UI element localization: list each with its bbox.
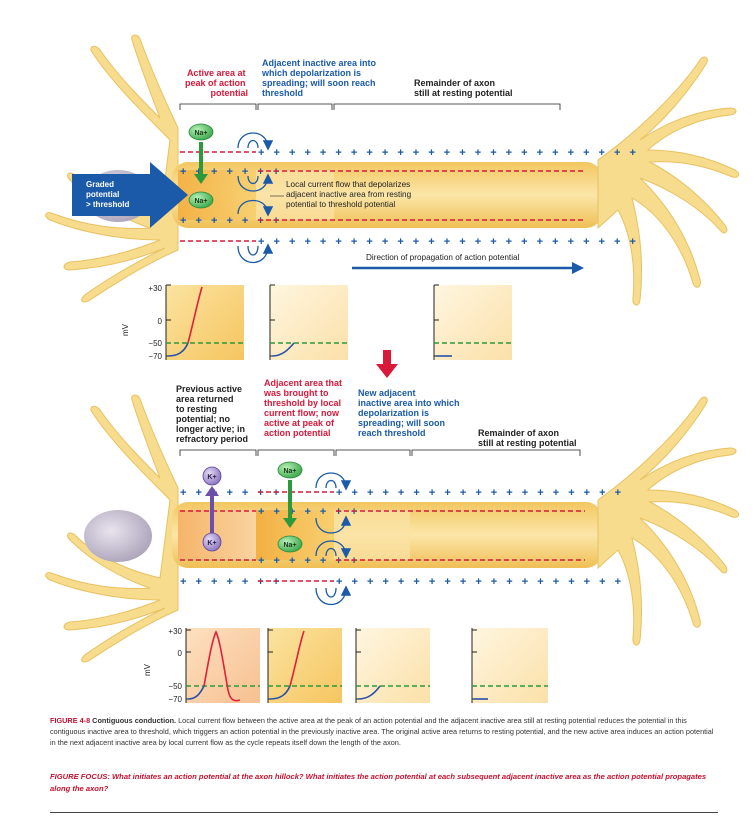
figure-number: FIGURE 4-8 [50, 716, 91, 725]
svg-text:+30: +30 [148, 284, 162, 293]
bottom-previous-label: Previous active area returned to resting… [176, 384, 248, 444]
top-graph-3 [433, 284, 512, 360]
top-active-label: Active area at peak of action potential [185, 68, 248, 98]
top-graph-axis: +30 0 −50 −70 mV [121, 284, 163, 361]
svg-text:K+: K+ [207, 540, 216, 547]
bottom-graph-4 [471, 628, 548, 703]
svg-text:mV: mV [143, 663, 152, 676]
svg-text:mV: mV [121, 323, 130, 336]
bottom-na-influx: Na+ Na+ [277, 461, 303, 553]
bottom-new-adjacent-label: New adjacent inactive area into which de… [358, 388, 462, 438]
svg-text:+ + + + + + + + + + + + + + +: + + + + + + + + + + + + + + + + + + + [336, 576, 624, 588]
top-neuron [45, 34, 740, 306]
svg-text:Graded potential >: Graded potential > threshold [86, 180, 129, 209]
figure-focus: FIGURE FOCUS: What initiates an action p… [50, 772, 707, 793]
graded-potential-arrow: Graded potential > threshold [72, 162, 188, 228]
bottom-brackets [179, 449, 581, 456]
top-graph-2 [269, 284, 348, 360]
svg-text:0: 0 [178, 649, 183, 658]
svg-text:Na+: Na+ [194, 198, 207, 205]
top-cell-body [45, 34, 179, 303]
top-brackets [179, 103, 561, 110]
svg-text:+ + + + + + + + + + + + + + +: + + + + + + + + + + + + + + + + + + + + … [258, 147, 639, 159]
bottom-graph-axis: +30 0 −50 −70 mV [143, 627, 183, 704]
svg-text:Na+: Na+ [194, 130, 207, 137]
bottom-graph-2 [267, 628, 342, 703]
direction-of-propagation: Direction of propagation of action poten… [352, 253, 584, 274]
bottom-graph-1 [185, 628, 260, 703]
top-na-influx: Na+ Na+ [188, 123, 214, 209]
svg-text:+ + + + + + + + + + + + + + +: + + + + + + + + + + + + + + + + + + + [336, 487, 624, 499]
bottom-rule [50, 812, 718, 813]
svg-text:+ + + + + + +: + + + + + + + [180, 166, 282, 178]
svg-text:+ + + + + + +: + + + + + + + [258, 555, 360, 567]
svg-text:+ + + + + + +: + + + + + + + [180, 576, 282, 588]
top-axon-terminal [597, 56, 740, 306]
svg-text:−70: −70 [168, 695, 182, 704]
figure-caption: FIGURE 4-8 Contiguous conduction. Local … [50, 715, 718, 748]
transition-arrow [376, 350, 398, 378]
bottom-brought-label: Adjacent area that was brought to thresh… [263, 378, 345, 438]
svg-text:−50: −50 [168, 682, 182, 691]
figure-body: Local current flow between the active ar… [50, 716, 714, 747]
bottom-remainder-label: Remainder of axon still at resting poten… [478, 428, 577, 448]
svg-text:−50: −50 [148, 339, 162, 348]
top-adjacent-label: Adjacent inactive area into which depola… [261, 58, 379, 98]
bottom-membrane: + + + + + + + + + + + + + + + + + + + + … [180, 487, 624, 588]
top-graph-1 [165, 284, 244, 360]
svg-text:+30: +30 [168, 627, 182, 636]
bottom-neuron [45, 394, 740, 663]
bottom-k-efflux: K+ K+ [202, 466, 222, 552]
top-local-current-loops [237, 132, 274, 263]
svg-text:+ + + + + + +: + + + + + + + [180, 215, 282, 227]
top-remainder-label: Remainder of axon still at resting poten… [414, 78, 513, 98]
svg-text:+ + + + + + +: + + + + + + + [180, 487, 282, 499]
svg-text:Na+: Na+ [283, 468, 296, 475]
svg-text:Direction of propagation of ac: Direction of propagation of action poten… [366, 253, 520, 262]
svg-text:−70: −70 [148, 352, 162, 361]
svg-text:K+: K+ [207, 474, 216, 481]
svg-text:+ + + + + + +: + + + + + + + [258, 506, 360, 518]
local-flow-label: Local current flow that depolarizes adja… [286, 180, 413, 209]
svg-text:+ + + + + + + + + + + + + + +: + + + + + + + + + + + + + + + + + + + + … [258, 236, 639, 248]
bottom-graph-3 [355, 628, 430, 703]
svg-text:Na+: Na+ [283, 542, 296, 549]
svg-text:0: 0 [158, 317, 163, 326]
figure-title: Contiguous conduction. [92, 716, 177, 725]
bottom-local-current-loops [315, 472, 352, 605]
